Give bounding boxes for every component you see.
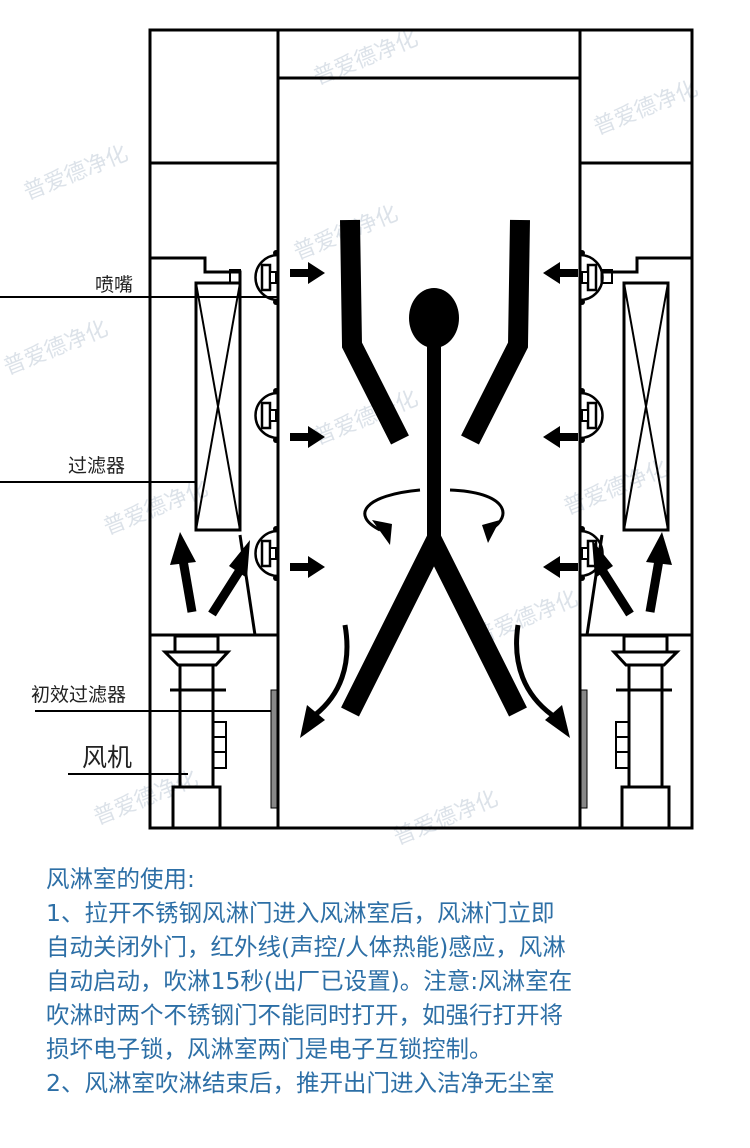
left-filter	[194, 281, 242, 532]
label-fan: 风机	[82, 743, 133, 772]
right-air-arrows	[543, 262, 578, 578]
label-filter: 过滤器	[68, 455, 126, 477]
left-return-arrows	[170, 532, 250, 617]
right-filter	[622, 281, 670, 532]
label-nozzle: 喷嘴	[95, 274, 134, 296]
rotation-arrow	[363, 488, 505, 545]
description-line: 自动启动，吹淋15秒(出厂已设置)。注意:风淋室在	[46, 967, 573, 995]
label-primary-filter: 初效过滤器	[31, 684, 127, 706]
left-fan	[161, 634, 232, 830]
right-grille	[580, 689, 588, 809]
usage-description: 风淋室的使用: 1、拉开不锈钢风淋门进入风淋室后，风淋门立即 自动关闭外门，红外…	[46, 862, 726, 1100]
left-nozzles	[254, 248, 281, 583]
left-air-arrows	[290, 262, 325, 578]
description-line: 损坏电子锁，风淋室两门是电子互锁控制。	[46, 1035, 493, 1063]
right-return-arrows	[592, 532, 672, 617]
description-title: 风淋室的使用:	[46, 865, 195, 893]
description-line: 2、风淋室吹淋结束后，推开出门进入洁净无尘室	[46, 1069, 555, 1097]
description-line: 吹淋时两个不锈钢门不能同时打开，如强行打开将	[46, 1001, 563, 1029]
right-nozzles	[577, 248, 604, 583]
left-grille	[270, 689, 278, 809]
outer-frame	[148, 28, 694, 830]
floor-arrows	[300, 624, 570, 738]
person-figure	[340, 219, 530, 717]
description-line: 1、拉开不锈钢风淋门进入风淋室后，风淋门立即	[46, 899, 555, 927]
air-shower-diagram	[0, 28, 694, 830]
right-fan	[610, 634, 681, 830]
description-line: 自动关闭外门，红外线(声控/人体热能)感应，风淋	[46, 933, 566, 961]
